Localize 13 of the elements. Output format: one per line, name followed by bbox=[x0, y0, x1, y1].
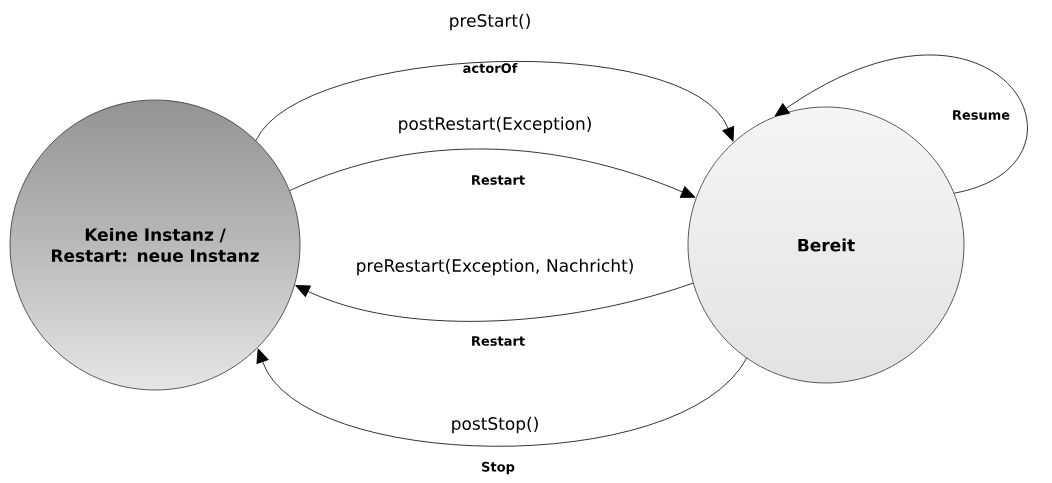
edge-label: postStop() bbox=[452, 416, 538, 434]
arrow bbox=[295, 282, 694, 322]
arrow bbox=[289, 148, 696, 198]
edge-label: postRestart(Exception) bbox=[399, 116, 591, 134]
arrow bbox=[255, 61, 735, 142]
event-label: Restart bbox=[472, 175, 525, 185]
event-label: Stop bbox=[482, 461, 515, 475]
event-label: actorOf bbox=[463, 62, 518, 74]
arrow bbox=[774, 54, 1028, 194]
arrow bbox=[256, 348, 748, 447]
edge-label: preStart() bbox=[450, 13, 530, 31]
event-label: Restart bbox=[472, 336, 525, 346]
edge-label: preRestart(Exception, Nachricht) bbox=[357, 258, 633, 276]
